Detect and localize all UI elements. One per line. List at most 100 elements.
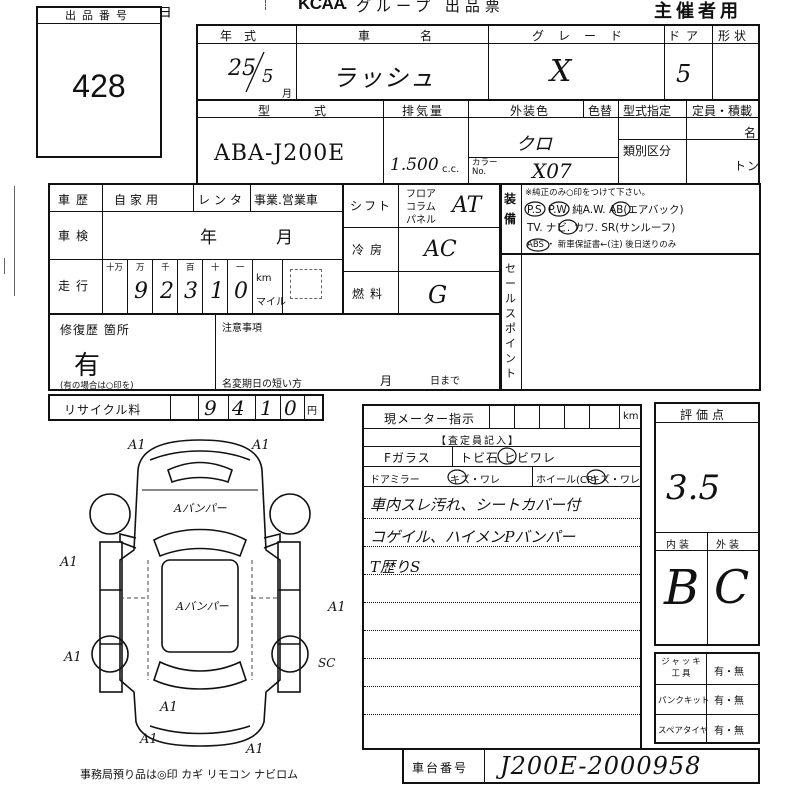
- shift-block: シフト フロア コラム パネル AT 冷房 AC 燃料 G: [342, 183, 502, 315]
- brand-logo: KCAA: [298, 0, 346, 13]
- shape-label: 形状: [718, 29, 751, 43]
- door-label: ドア: [668, 29, 705, 43]
- organizer-label: 主催者用: [654, 1, 742, 22]
- jack-label: ジャッキ 工具: [661, 657, 703, 679]
- color-code-label: カラーNo.: [472, 158, 498, 177]
- mileage-digit-10k: 9: [134, 279, 148, 304]
- recycle-block: リサイクル料 9 4 1 0 円: [48, 394, 324, 421]
- expiry-day-unit: 日まで: [430, 376, 460, 387]
- mileage-digit-100: 3: [184, 279, 198, 304]
- f-glass-label: Fガラス: [384, 451, 431, 465]
- wheel-label: ホイール(CP): [536, 475, 597, 486]
- month-value: 5: [262, 66, 274, 87]
- repair-block: 修復歴 箇所 有 (有の場合は○印を) 注意事項 名変期日の短い方 月 日まで: [48, 313, 502, 391]
- inspector-note-1: 車内スレ汚れ、シートカバー付: [370, 496, 581, 514]
- chassis-block: 車台番号 J200E-2000958: [402, 748, 760, 784]
- lot-number-box: 出品番号 428: [36, 6, 162, 158]
- model-designation-label: 型式指定: [623, 104, 672, 118]
- model-value: ABA-J200E: [214, 141, 346, 166]
- exterior-color-value: クロ: [516, 134, 552, 155]
- caution-label: 注意事項: [222, 323, 262, 334]
- mileage-digit-10: 1: [210, 279, 224, 304]
- equipment-line-2: TV. ナビ. カワ. SR(サンルーフ): [527, 222, 676, 234]
- repair-value: 有: [74, 351, 101, 381]
- form-title: グループ 出品票: [356, 0, 505, 15]
- history-commercial: 事業.営業車: [254, 193, 318, 207]
- km-unit: km: [256, 273, 272, 284]
- digit-unit-10: 十: [211, 263, 220, 273]
- damage-mark-rear-center: A1: [160, 700, 178, 715]
- cc-unit: c.c.: [442, 164, 460, 175]
- fuel-value: G: [428, 281, 448, 309]
- digit-unit-100: 百: [186, 263, 195, 273]
- score-value: 3.5: [666, 468, 721, 508]
- yen-unit: 円: [307, 406, 317, 417]
- grade-label: グレード: [532, 29, 637, 43]
- damage-mark-rear-right: A1: [246, 742, 264, 757]
- displacement-value: 1.500: [390, 155, 439, 175]
- category-label: 類別区分: [623, 144, 672, 158]
- meter-label: 現メーター指示: [384, 412, 476, 426]
- roof-note: Aバンパー: [176, 600, 229, 613]
- inspector-note-2: コゲイル、ハイメンPバンパー: [370, 528, 576, 546]
- history-private: 自家用: [114, 193, 163, 207]
- digit-unit-100k: 十万: [106, 263, 124, 273]
- damage-mark-right-door: A1: [328, 600, 346, 615]
- damage-mark-front-left: A1: [128, 438, 146, 453]
- door-mirror-options: キズ・ワレ: [450, 475, 500, 486]
- vehicle-row-2: 型式 排気量 外装色 色替 型式指定 定員・積載 類別区分 名 トン ABA-J…: [196, 99, 760, 185]
- damage-mark-left-door: A1: [60, 555, 78, 570]
- inspection-label: 車検: [58, 229, 95, 243]
- model-label: 型式: [258, 104, 371, 118]
- spare-yes-no: 有・無: [714, 726, 744, 737]
- f-glass-options: トビ石 ヒビワレ: [460, 451, 556, 465]
- shift-value: AT: [452, 193, 482, 218]
- damage-mark-right-rear: SC: [318, 656, 336, 670]
- year-label: 年式: [220, 29, 269, 43]
- displacement-label: 排気量: [402, 104, 445, 118]
- door-value: 5: [676, 60, 692, 88]
- expiry-month-unit: 月: [380, 374, 394, 388]
- digit-unit-1k: 千: [161, 263, 170, 273]
- exterior-color-label: 外装色: [510, 104, 550, 118]
- lot-number-value: 428: [72, 68, 126, 104]
- ac-value: AC: [424, 237, 457, 262]
- sales-point-block: セールスポイント: [499, 253, 761, 391]
- inspection-year-unit: 年: [200, 228, 218, 248]
- jack-yes-no: 有・無: [714, 667, 744, 678]
- inspector-circles: [447, 447, 606, 485]
- mileage-unit-box: [290, 269, 322, 299]
- car-diagram: [89, 439, 311, 747]
- year-slash: [245, 51, 265, 93]
- mileage-digit-1k: 2: [160, 279, 174, 304]
- brand-dot: .: [343, 0, 349, 13]
- capacity-label: 定員・積載: [692, 104, 753, 118]
- damage-mark-front-right: A1: [252, 438, 270, 453]
- mile-unit: マイル: [256, 297, 286, 308]
- history-rental: レンタ: [198, 193, 247, 207]
- spare-tire-label: スペアタイヤ: [658, 726, 709, 736]
- exterior-value: C: [714, 560, 750, 614]
- chassis-value: J200E-2000958: [500, 752, 702, 780]
- footer-note: 事務局預り品は◎印 カギ リモコン ナビロム: [80, 768, 299, 781]
- sales-point-label: セールスポイント: [505, 262, 516, 380]
- car-name-label: 車名: [358, 29, 483, 43]
- color-code-value: X07: [532, 159, 572, 183]
- vehicle-row-1: 年式 車名 グレード ドア 形状 25 5 月 ラッシュ X 5: [196, 24, 760, 101]
- ac-label: 冷房: [352, 243, 389, 257]
- wheel-options: キズ・ワレ: [590, 475, 640, 486]
- score-label: 評価点: [680, 408, 729, 422]
- person-unit: 名: [744, 126, 758, 140]
- score-block: 評価点 3.5 内装 外装 B C: [654, 402, 760, 646]
- door-mirror-label: ドアミラー: [370, 475, 420, 486]
- shift-column: コラム: [406, 202, 436, 213]
- puncture-kit-label: パンクキット: [658, 696, 710, 706]
- puncture-yes-no: 有・無: [714, 696, 744, 707]
- meter-km-unit: km: [623, 411, 639, 422]
- history-label: 車歴: [58, 193, 95, 207]
- repair-note: (有の場合は○印を): [60, 381, 134, 391]
- damage-mark-left-rear: A1: [64, 650, 82, 665]
- car-name-value: ラッシュ: [332, 64, 436, 92]
- interior-label: 内装: [666, 540, 692, 551]
- mileage-label: 走行: [58, 279, 95, 293]
